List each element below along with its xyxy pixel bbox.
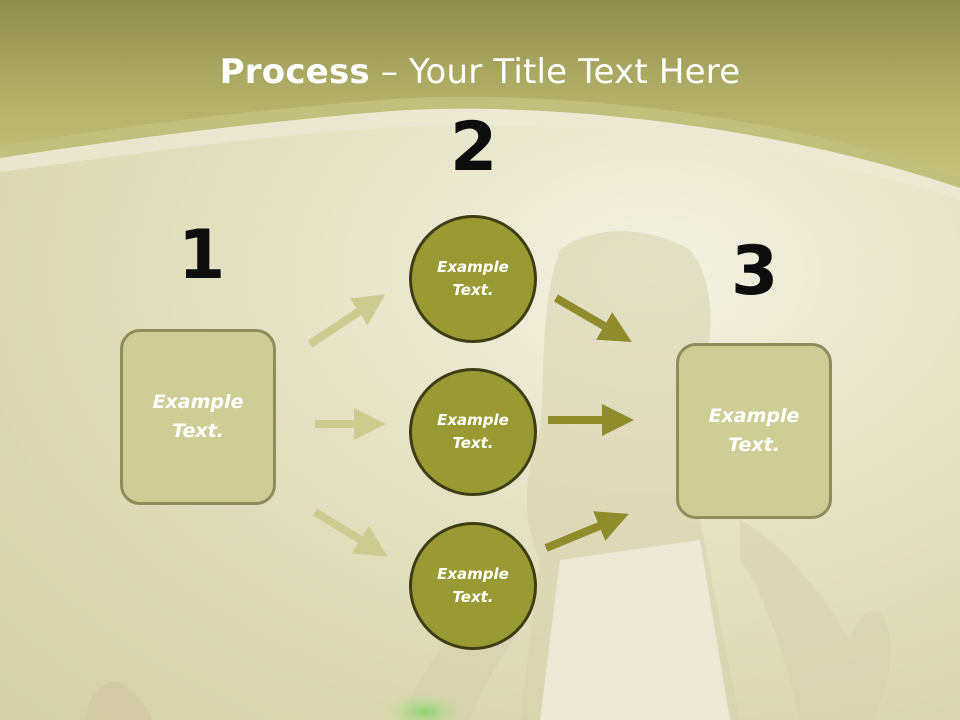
arrow-top-to-right — [553, 294, 632, 343]
process-circle-middle: Example Text. — [409, 368, 537, 496]
slide-title: Process – Your Title Text Here — [0, 52, 960, 92]
header-band — [0, 0, 960, 200]
process-box-left-text: Example Text. — [152, 391, 244, 442]
process-circle-bottom: Example Text. — [409, 522, 537, 650]
process-box-left: Example Text. — [120, 329, 276, 505]
step-number-1: 1 — [178, 216, 226, 295]
process-circle-bottom-text: Example Text. — [437, 565, 509, 606]
process-box-right: Example Text. — [676, 343, 832, 519]
arrow-bottom-to-right — [544, 511, 629, 552]
title-rest: – Your Title Text Here — [369, 52, 741, 92]
step-number-2: 2 — [450, 108, 498, 187]
arrow-left-to-top — [307, 294, 386, 348]
title-bold: Process — [219, 52, 370, 92]
process-circle-top-text: Example Text. — [437, 258, 509, 299]
arrow-left-to-bottom — [312, 508, 388, 557]
process-box-right-text: Example Text. — [708, 405, 800, 456]
process-circle-top: Example Text. — [409, 215, 537, 343]
process-circle-middle-text: Example Text. — [437, 411, 509, 452]
step-number-3: 3 — [731, 232, 779, 311]
